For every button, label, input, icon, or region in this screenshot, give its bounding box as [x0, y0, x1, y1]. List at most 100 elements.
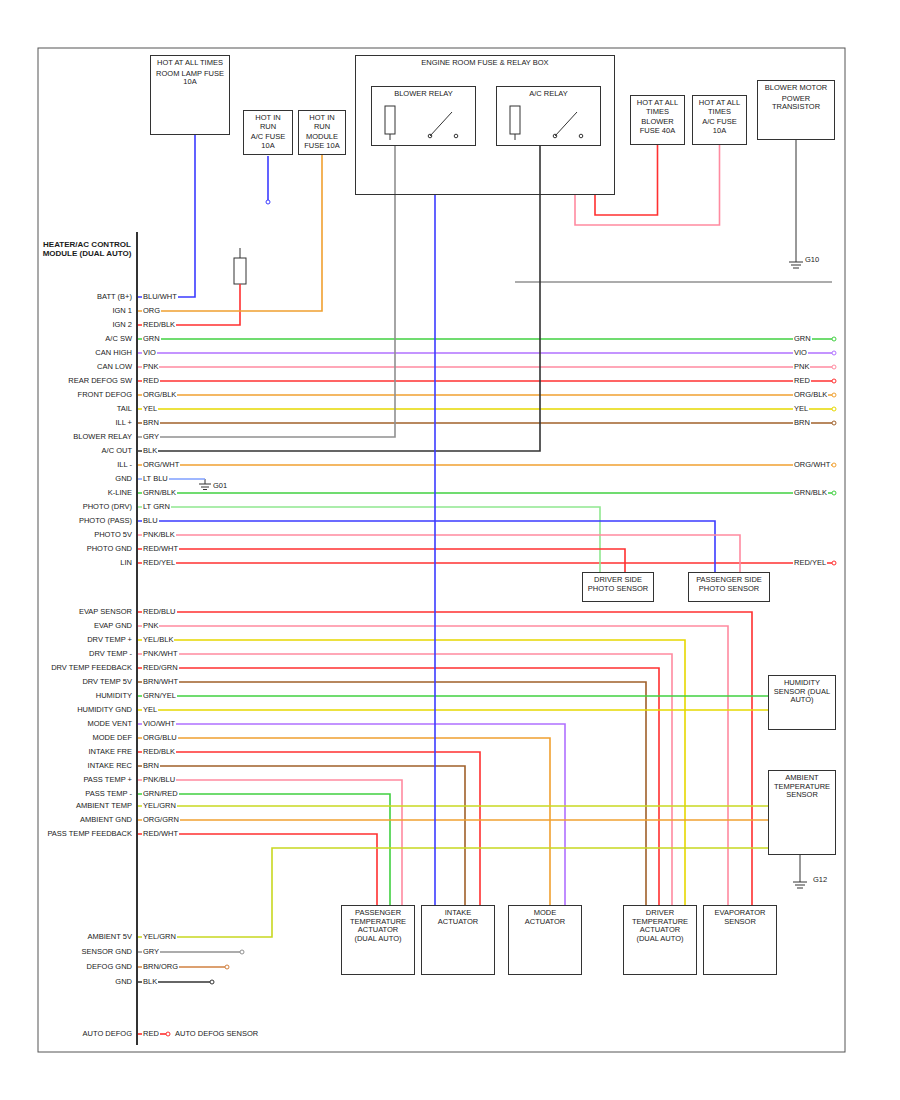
component-label: A/C RELAY [501, 90, 596, 99]
wire-color: VIO/WHT [142, 719, 176, 729]
relay-symbol [385, 106, 458, 140]
wire-color: RED [142, 376, 160, 386]
component-label: INTAKE ACTUATOR [426, 909, 490, 926]
component-label: DRIVER SIDE PHOTO SENSOR [587, 576, 649, 593]
component-label: EVAPORATOR SENSOR [708, 909, 772, 926]
wire-color: YEL/GRN [142, 801, 177, 811]
wire-color: PNK [142, 362, 159, 372]
wire-color: BLU/WHT [142, 292, 178, 302]
relay: BLOWER RELAY [371, 86, 476, 146]
component-label: ENGINE ROOM FUSE & RELAY BOX [360, 59, 610, 68]
pin-name: EVAP SENSOR [40, 607, 132, 617]
wire-color: PNK/WHT [142, 649, 179, 659]
wire [138, 682, 646, 905]
wire [138, 724, 565, 905]
pin-name: DRV TEMP + [40, 635, 132, 645]
fuse-block: HOT IN RUNA/C FUSE 10A [243, 110, 293, 155]
connector-end [832, 365, 836, 369]
connector-end [225, 965, 229, 969]
connector-end [266, 200, 270, 204]
pin-name: LIN [40, 558, 132, 568]
wire-color: RED/YEL [142, 558, 176, 568]
wire [138, 654, 672, 905]
wire-color: LT GRN [142, 502, 171, 512]
sensor-box: HUMIDITY SENSOR (DUAL AUTO) [768, 675, 836, 730]
wire-color: GRN/BLK [142, 488, 177, 498]
pin-name: AMBIENT TEMP [40, 801, 132, 811]
wire [138, 819, 768, 821]
connector-end [832, 421, 836, 425]
wire [138, 507, 600, 572]
connector-end [832, 491, 836, 495]
wire-color: RED/YEL [793, 558, 827, 568]
wire-color: LT BLU [142, 474, 169, 484]
pin-name: DRV TEMP FEEDBACK [40, 663, 132, 673]
callout-label: AUTO DEFOG SENSOR [174, 1029, 259, 1039]
wire [138, 521, 715, 572]
wire-color: GRY [142, 947, 160, 957]
wire-color: YEL [142, 705, 158, 715]
component-label: HOT AT ALL TIMES [697, 99, 742, 116]
actuator-box: MODE ACTUATOR [508, 905, 582, 975]
pin-name: IGN 2 [40, 320, 132, 330]
component-label: PASSENGER TEMPERATURE ACTUATOR (DUAL AUT… [346, 909, 410, 944]
wire [138, 668, 659, 905]
component-label: HUMIDITY SENSOR (DUAL AUTO) [773, 679, 831, 705]
component-label: A/C FUSE 10A [248, 133, 288, 150]
wire-color: VIO [142, 348, 157, 358]
component-label: POWER TRANSISTOR [762, 95, 830, 112]
wire [138, 562, 832, 564]
wire [138, 464, 832, 466]
component-label: MODE ACTUATOR [513, 909, 577, 926]
fuse-block: HOT AT ALL TIMESROOM LAMP FUSE 10A [150, 55, 230, 135]
pin-name: AMBIENT GND [40, 815, 132, 825]
wire-color: RED [142, 1029, 160, 1039]
wire-color: BLK [142, 446, 158, 456]
pin-name: MODE VENT [40, 719, 132, 729]
wire [138, 155, 322, 311]
relay-box: ENGINE ROOM FUSE & RELAY BOX BLOWER RELAY… [355, 55, 615, 195]
callout-label: G12 [812, 875, 828, 885]
wire-color: RED/GRN [142, 663, 179, 673]
wire-color: ORG [142, 306, 161, 316]
wire-color: PNK/BLU [142, 775, 176, 785]
pin-name: GND [40, 977, 132, 987]
wire [138, 408, 832, 410]
pin-name: HUMIDITY [40, 691, 132, 701]
pin-name: IGN 1 [40, 306, 132, 316]
wire [595, 145, 658, 215]
component-label: HOT IN RUN [303, 114, 341, 131]
connector-end [832, 407, 836, 411]
wire [138, 380, 832, 382]
wire-color: PNK [793, 362, 810, 372]
wire [138, 626, 728, 905]
pin-name: SENSOR GND [40, 947, 132, 957]
pin-name: REAR DEFOG SW [40, 376, 132, 386]
wire [434, 195, 436, 905]
resistor-symbol [234, 248, 246, 284]
component-label: HEATER/AC CONTROL MODULE (DUAL AUTO) [42, 240, 132, 258]
wire-color: RED/WHT [142, 829, 179, 839]
pin-name: AMBIENT 5V [40, 932, 132, 942]
actuator-box: PASSENGER TEMPERATURE ACTUATOR (DUAL AUT… [341, 905, 415, 975]
wire-color: YEL/GRN [142, 932, 177, 942]
component-label: HOT AT ALL TIMES [635, 99, 680, 116]
callout-label: G01 [212, 481, 228, 491]
wire [138, 640, 685, 905]
wire-color: BRN [142, 761, 160, 771]
wire-color: RED/BLU [142, 607, 177, 617]
pin-name: CAN LOW [40, 362, 132, 372]
pin-name: TAIL [40, 404, 132, 414]
pin-name: DEFOG GND [40, 962, 132, 972]
wire-color: BLK [142, 977, 158, 987]
wire-color: BRN/WHT [142, 677, 179, 687]
pin-name: PASS TEMP + [40, 775, 132, 785]
component-label: PASSENGER SIDE PHOTO SENSOR [693, 576, 765, 593]
pin-name: PHOTO GND [40, 544, 132, 554]
pin-name: GND [40, 474, 132, 484]
wire-color: ORG/BLK [142, 390, 177, 400]
wire [138, 394, 832, 396]
wire [138, 780, 402, 905]
wire-color: YEL/BLK [142, 635, 174, 645]
